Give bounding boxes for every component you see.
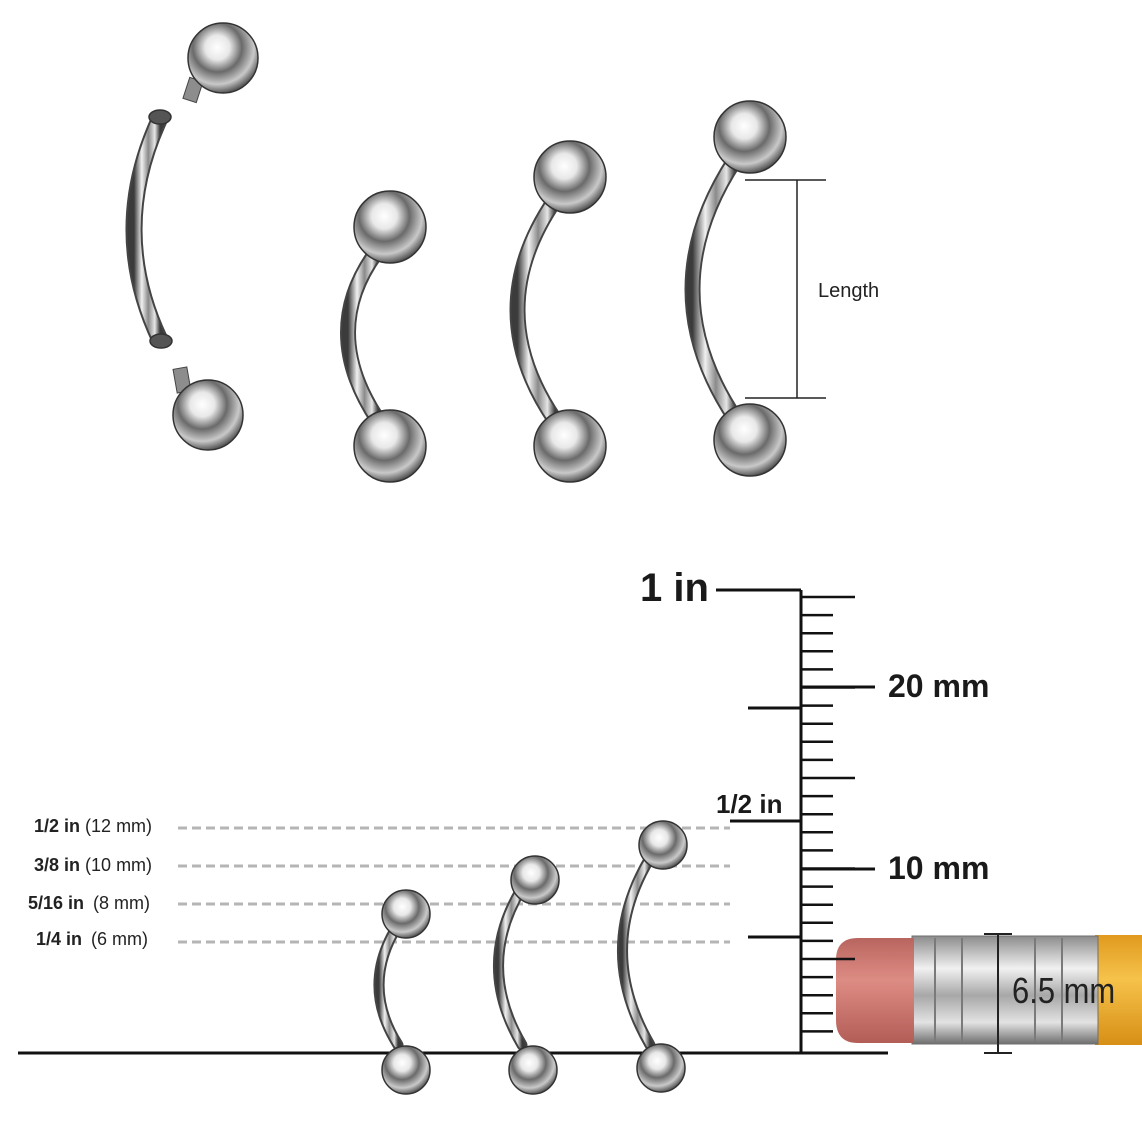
ball xyxy=(381,1045,431,1095)
size-inch: 1/2 in xyxy=(34,816,81,836)
ball xyxy=(636,1043,686,1093)
bar-thread-hole-top xyxy=(148,109,172,125)
size-label-quarter-inch: 1/4 in (6 mm) xyxy=(36,929,148,950)
size-label-half-inch: 1/2 in (12 mm) xyxy=(34,816,152,837)
bar-thread-hole-bottom xyxy=(149,333,173,349)
eraser-size-label: 6.5 mm xyxy=(1012,970,1116,1011)
ball xyxy=(381,889,431,939)
size-inch: 5/16 in xyxy=(28,893,85,913)
size-guide-lines xyxy=(178,826,730,944)
barbell-half-inch xyxy=(617,820,688,1093)
ruler xyxy=(716,588,875,1053)
ball xyxy=(510,855,560,905)
barbell-three-eighths-inch xyxy=(493,855,560,1095)
size-mm: (8 mm) xyxy=(93,893,151,913)
disassembled-barbell xyxy=(125,22,259,451)
ball-top-detached xyxy=(187,22,259,94)
ball xyxy=(638,820,688,870)
size-label-three-eighths-inch: 3/8 in (10 mm) xyxy=(34,855,152,876)
ball xyxy=(353,190,427,264)
pencil-eraser xyxy=(836,935,1142,1045)
length-bracket xyxy=(745,179,826,399)
ball xyxy=(713,403,787,477)
ball-bottom-detached xyxy=(172,379,244,451)
ruler-label-one-inch: 1 in xyxy=(640,566,709,610)
ruler-label-10mm: 10 mm xyxy=(888,850,990,886)
size-inch: 1/4 in xyxy=(36,929,83,949)
size-mm: (10 mm) xyxy=(85,855,153,875)
length-label: Length xyxy=(818,280,880,302)
size-inch: 3/8 in xyxy=(34,855,81,875)
ball xyxy=(533,409,607,483)
barbell-medium xyxy=(509,140,607,483)
size-mm: (6 mm) xyxy=(91,929,149,949)
ball xyxy=(713,100,787,174)
eraser-dimension xyxy=(984,933,1012,1054)
ball xyxy=(353,409,427,483)
ruler-label-20mm: 20 mm xyxy=(888,668,990,704)
ball xyxy=(533,140,607,214)
size-mm: (12 mm) xyxy=(85,816,153,836)
ruler-label-half-inch: 1/2 in xyxy=(716,789,783,819)
barbell-large xyxy=(684,100,787,477)
barbell-quarter-inch xyxy=(373,889,431,1095)
ball xyxy=(508,1045,558,1095)
barbell-small xyxy=(340,190,427,483)
size-label-five-sixteenths-inch: 5/16 in (8 mm) xyxy=(28,893,150,914)
